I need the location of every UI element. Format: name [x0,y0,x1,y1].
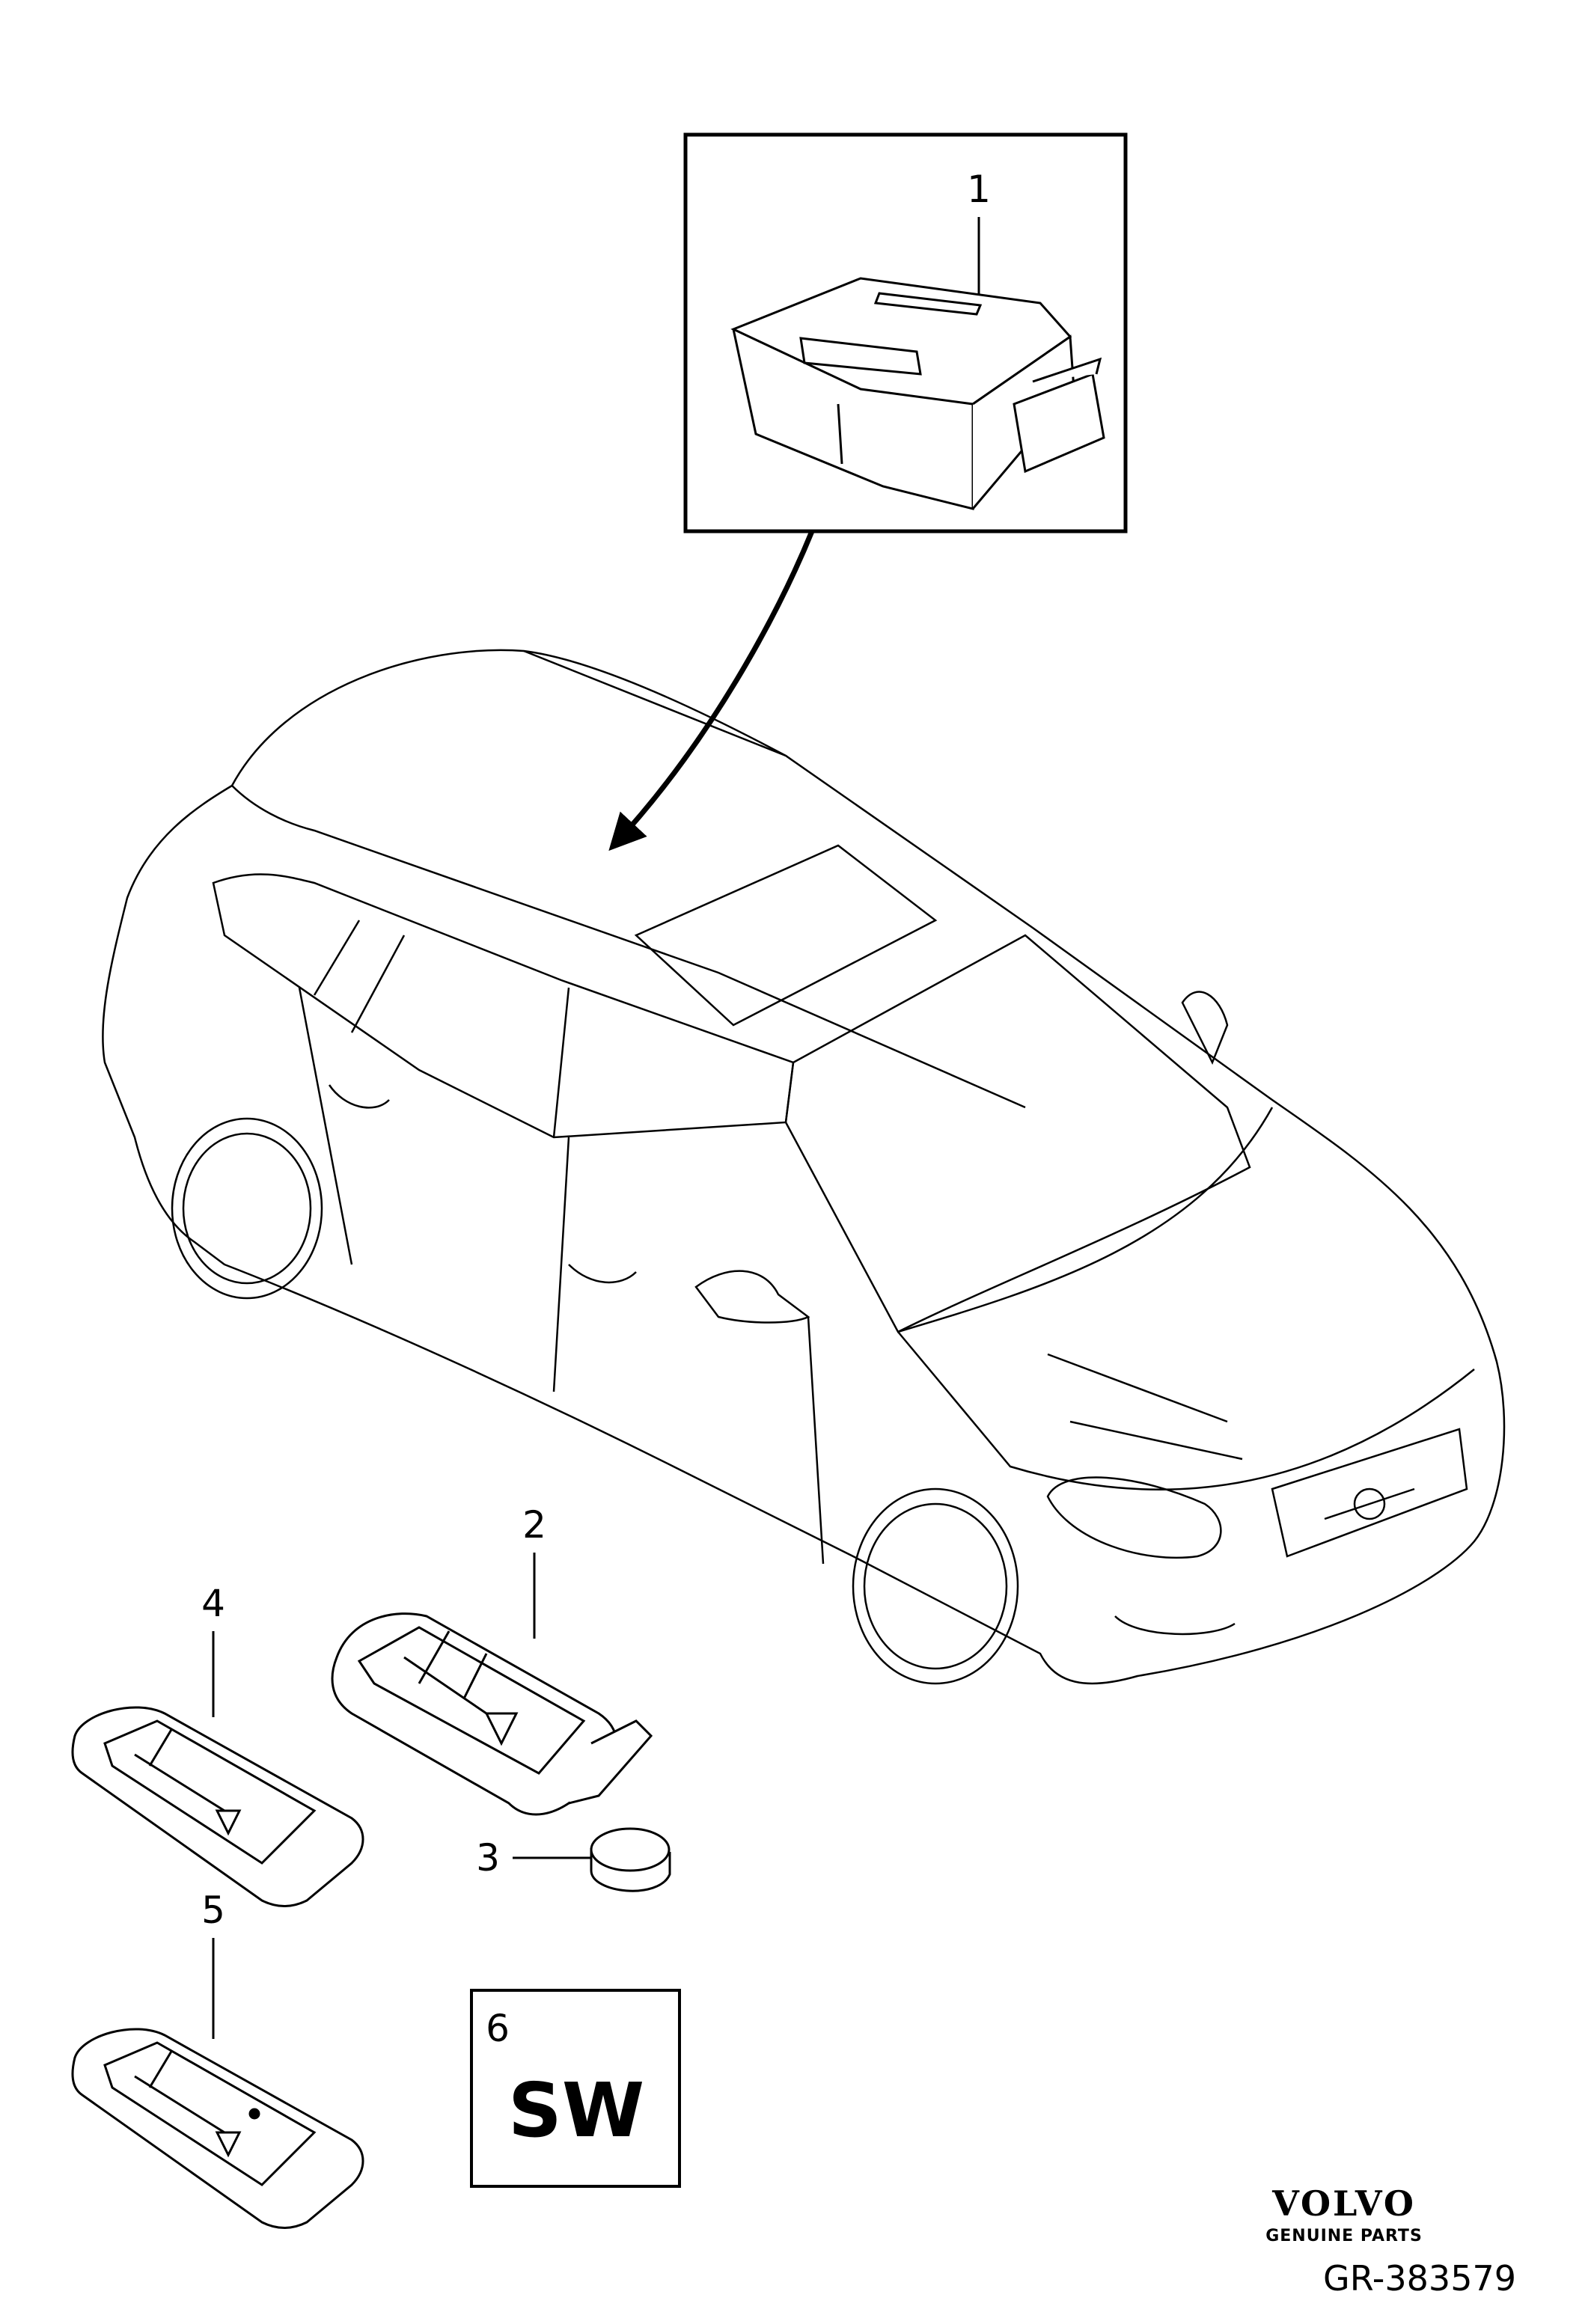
hood [897,1107,1475,1490]
genuine-parts-text: GENUINE PARTS [1265,2227,1423,2245]
callout-4: 4 [201,1582,225,1625]
control-module-drawing [730,277,1105,510]
callout-2: 2 [522,1503,546,1547]
callout-3: 3 [476,1836,500,1880]
callout-6: 6 [486,2007,510,2050]
part-6-software-box: 6 SW [470,1989,681,2188]
callout-5: 5 [201,1889,225,1932]
part-4-key-cover: 4 [71,1582,364,1907]
side-mirror [694,1270,810,1324]
reference-code: GR-383579 [1323,2258,1516,2299]
side-windows [212,873,795,1139]
part-1-detail-box: 1 [683,132,1128,533]
grille [1271,1428,1468,1558]
volvo-logo-text: VOLVO [1272,2183,1416,2224]
sunroof [634,844,938,1027]
antenna [1181,991,1229,1065]
rear-wheel [171,1117,323,1300]
software-label: SW [508,2067,644,2154]
callout-1: 1 [967,168,991,211]
part-2-remote-key: 2 [331,1503,653,1816]
front-wheel [852,1487,1019,1685]
headlight [1046,1476,1222,1559]
car-outline [102,649,1506,1685]
windshield [784,934,1251,1333]
part-5-key-cover: 5 [71,1889,364,2229]
part-3-battery: 3 [476,1827,671,1892]
location-arrow [608,530,815,851]
